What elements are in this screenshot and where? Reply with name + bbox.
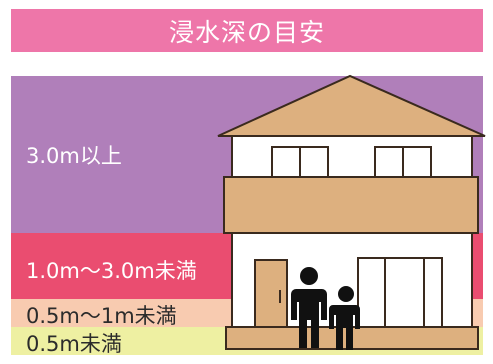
depth-label-1m-3m: 1.0m～3.0m未満 (26, 259, 197, 283)
balcony-rail (223, 176, 479, 234)
depth-label-below-05m: 0.5m未満 (26, 332, 122, 356)
upper-floor-wall (231, 135, 473, 181)
page-title: 浸水深の目安 (11, 9, 483, 52)
depth-label-3m-plus: 3.0m以上 (26, 144, 122, 168)
adult-figure (291, 267, 327, 348)
house-roof (217, 74, 486, 137)
front-door (254, 259, 288, 329)
depth-label-05m-1m: 0.5m～1m未満 (26, 304, 177, 328)
child-figure (329, 286, 360, 350)
